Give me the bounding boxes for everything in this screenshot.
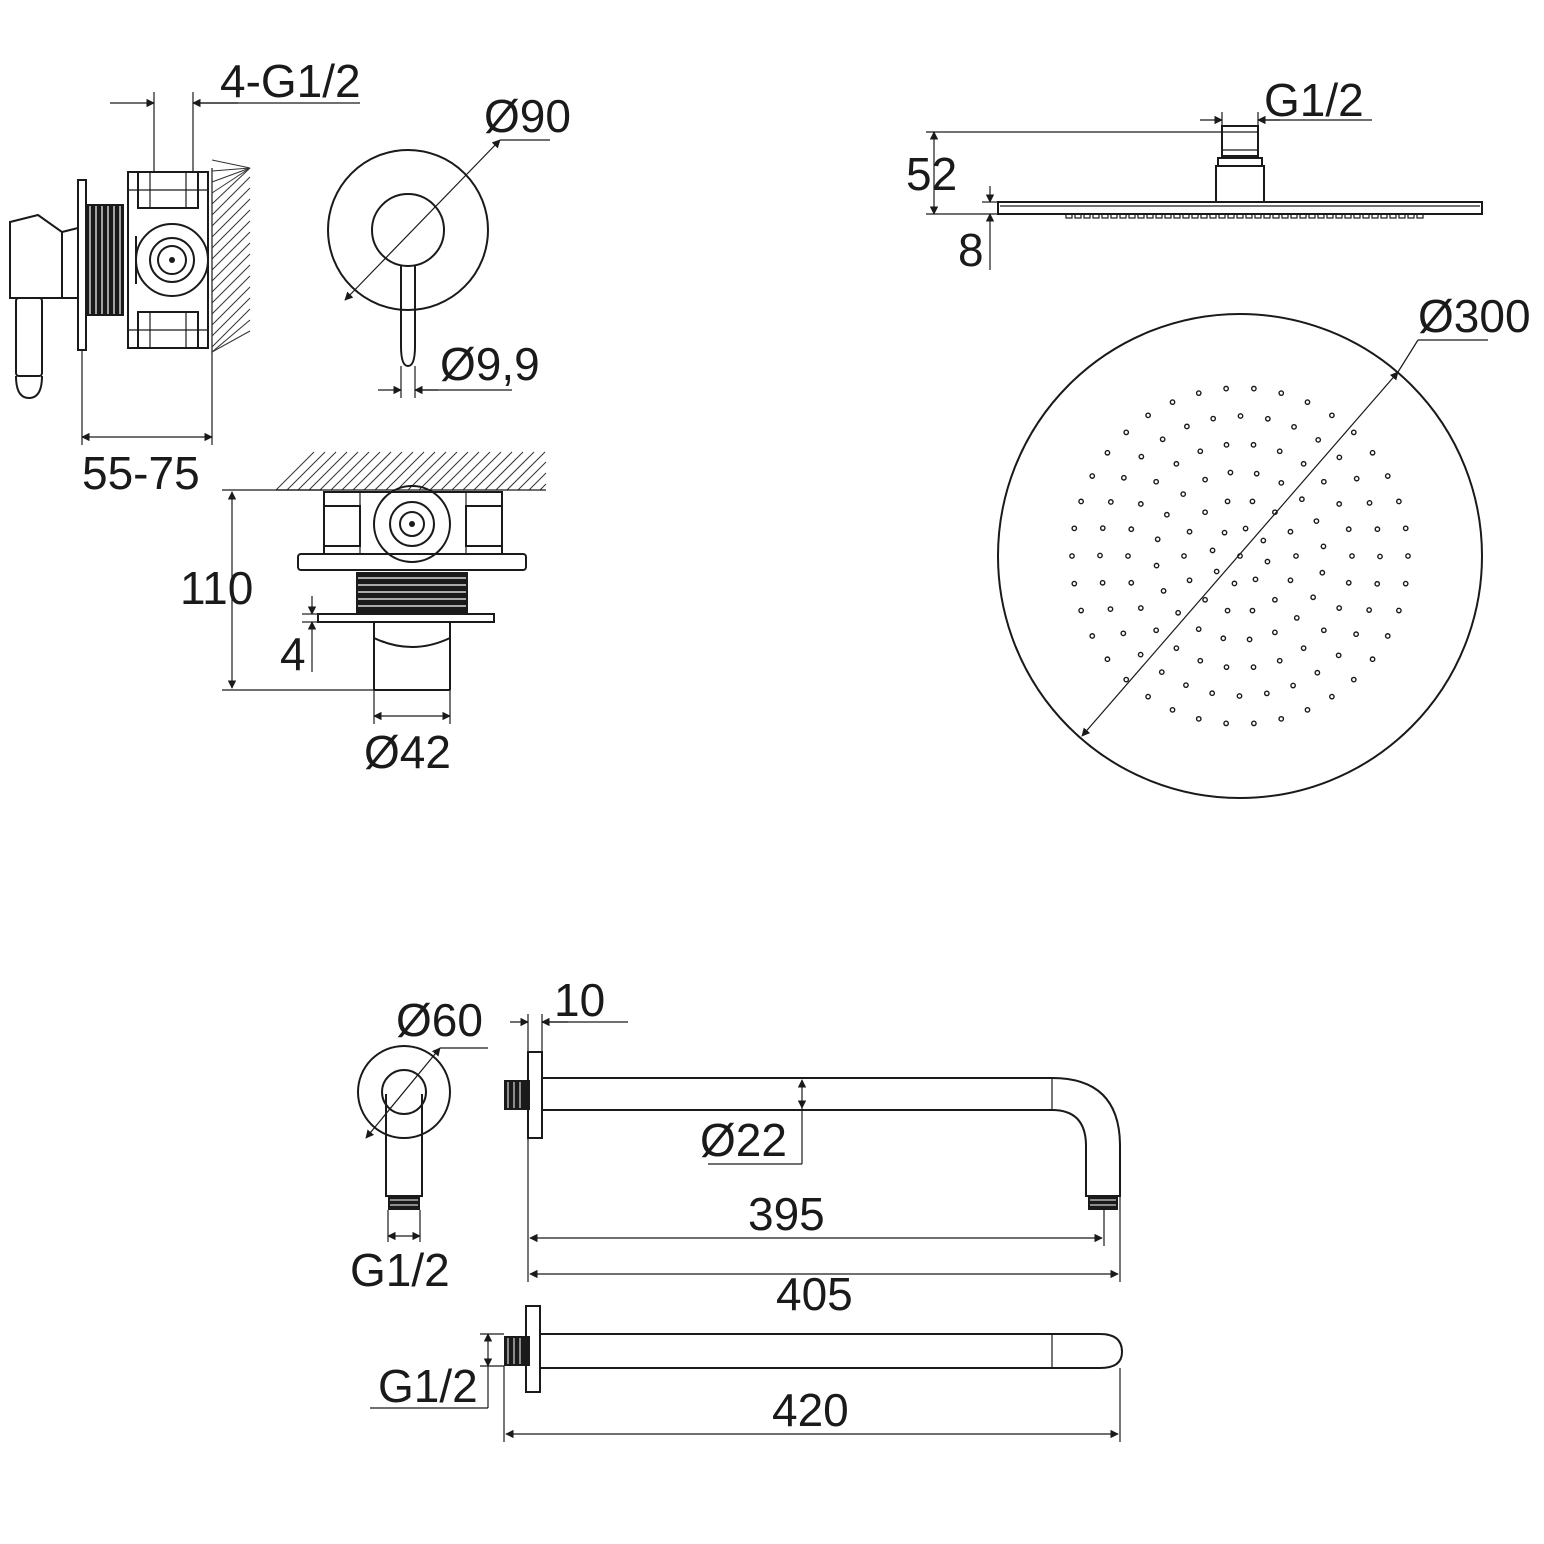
valve-front-view: Ø90 Ø9,9 <box>327 90 571 398</box>
dim-valve-depth: 55-75 <box>82 447 200 499</box>
shower-head-disc <box>997 313 1483 799</box>
curved-arm-side-view: 10 Ø22 395 405 <box>504 974 1121 1320</box>
dim-plate-diameter: Ø90 <box>484 90 571 142</box>
cover-plate-side <box>77 179 87 351</box>
dim-arm-reach-inner: 395 <box>748 1188 825 1240</box>
dim-arm-diameter: Ø22 <box>700 1114 787 1166</box>
dim-arm-reach-outer: 405 <box>776 1268 853 1320</box>
valve-side-view: 4-G1/2 55-75 <box>9 55 361 499</box>
dim-plate-thickness: 4 <box>280 628 306 680</box>
valve-handle <box>9 213 63 299</box>
dim-handle-diameter: Ø9,9 <box>440 338 540 390</box>
dim-flange-diameter: Ø60 <box>396 994 483 1046</box>
straight-arm-pipe <box>540 1333 1124 1369</box>
dim-flange-thickness: 10 <box>554 974 605 1026</box>
dim-head-thread: G1/2 <box>1264 74 1364 126</box>
curved-arm-pipe <box>542 1077 1121 1197</box>
cover-plate <box>327 149 489 311</box>
wall-hatch <box>211 159 251 353</box>
dim-head-height: 52 <box>906 148 957 200</box>
dim-spout-diameter: Ø42 <box>364 726 451 778</box>
straight-arm-flange <box>525 1305 541 1393</box>
dim-head-thickness: 8 <box>958 224 984 276</box>
dim-head-diameter: Ø300 <box>1418 290 1531 342</box>
arm-flange-side <box>527 1051 543 1139</box>
handle-lever <box>15 297 43 377</box>
shower-head-face-view: Ø300 <box>997 290 1531 799</box>
head-plate-side <box>997 201 1483 215</box>
dim-valve-height: 110 <box>180 562 253 614</box>
dim-valve-thread: 4-G1/2 <box>220 55 361 107</box>
valve-top-view: 110 4 Ø42 <box>180 451 547 778</box>
arm-flange-front-view: Ø60 G1/2 <box>350 994 488 1296</box>
threaded-barrel <box>86 204 124 316</box>
dim-straight-length: 420 <box>772 1384 849 1436</box>
straight-arm-view: G1/2 420 <box>370 1305 1124 1442</box>
shower-head-side-view: 52 8 G1/2 <box>906 74 1483 276</box>
dim-straight-thread: G1/2 <box>378 1360 478 1412</box>
handle-hub <box>371 193 445 267</box>
dim-arm-thread: G1/2 <box>350 1244 450 1296</box>
